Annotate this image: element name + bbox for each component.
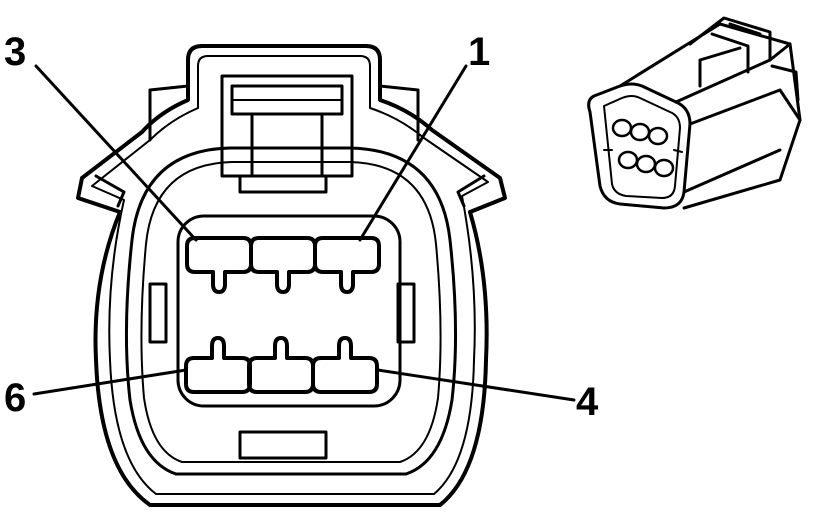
leader-lines: [32, 64, 576, 402]
cavity-face: [176, 214, 402, 408]
callout-pin-1: 1: [468, 30, 491, 74]
cavity-pin-2: [249, 236, 317, 294]
latch: [220, 74, 354, 194]
left-shoulder: [148, 84, 190, 142]
leader-line-4: [376, 368, 576, 402]
cavity-pin-1: [313, 236, 381, 294]
seal-ring-2: [140, 161, 442, 463]
right-shoulder: [378, 84, 420, 142]
iso-cavities: [611, 118, 675, 178]
cavity-pin-4: [311, 336, 379, 394]
cavity-pin-6: [184, 336, 252, 394]
right-key: [396, 282, 416, 344]
seal-ring-1: [124, 146, 458, 476]
leader-line-3: [34, 64, 198, 242]
connector-face: [76, 44, 507, 507]
iso-latch: [688, 16, 772, 74]
leader-line-6: [32, 368, 188, 396]
leader-line-1: [358, 64, 468, 242]
housing-outer-inner-edge: [91, 55, 489, 495]
iso-front-face: [587, 82, 692, 210]
housing-outer: [76, 44, 507, 507]
left-key: [148, 282, 168, 344]
bottom-tab: [238, 430, 328, 460]
cavity-pin-3: [185, 236, 253, 294]
left-ear-notch: [94, 174, 126, 208]
cavity-pin-5: [247, 336, 315, 394]
callout-pin-6: 6: [4, 376, 27, 420]
connector-isometric-view: [587, 16, 802, 210]
callout-pin-3: 3: [4, 30, 27, 74]
right-ear-notch: [456, 174, 486, 208]
callout-pin-4: 4: [576, 380, 599, 424]
